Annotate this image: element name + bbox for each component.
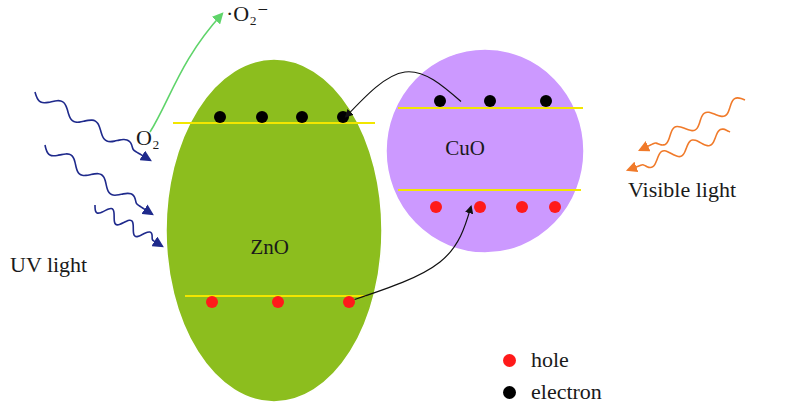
light-label: UV light [10, 253, 87, 277]
legend-swatch [503, 354, 516, 367]
semiconductor-particle: CuO [385, 48, 585, 254]
legend-text: electron [531, 380, 602, 404]
transfer-arrow [346, 72, 461, 117]
particle-outline [385, 48, 585, 254]
electron-dots [214, 95, 552, 123]
particle-outline [165, 58, 383, 403]
material-label: ZnO [250, 236, 289, 259]
superoxide-arrow [150, 14, 222, 132]
material-label: CuO [445, 137, 485, 160]
oxygen-label: O₂ [136, 126, 160, 150]
light-wave [35, 92, 150, 160]
valence-band [185, 295, 366, 297]
semiconductor-particle: ZnO [165, 58, 383, 403]
legend-text: hole [531, 348, 569, 372]
legend-swatch [503, 386, 516, 399]
light-wave [95, 205, 162, 246]
valence-band [398, 189, 581, 191]
light-wave [628, 129, 730, 170]
light-wave [640, 98, 745, 150]
conduction-band [398, 107, 583, 109]
hole-dots [206, 201, 561, 308]
conduction-band [173, 122, 375, 124]
transfer-arrow [355, 207, 471, 300]
light-label: Visible light [628, 178, 736, 202]
light-wave [45, 145, 152, 214]
radical-label: ·O₂⁻ [226, 2, 269, 26]
